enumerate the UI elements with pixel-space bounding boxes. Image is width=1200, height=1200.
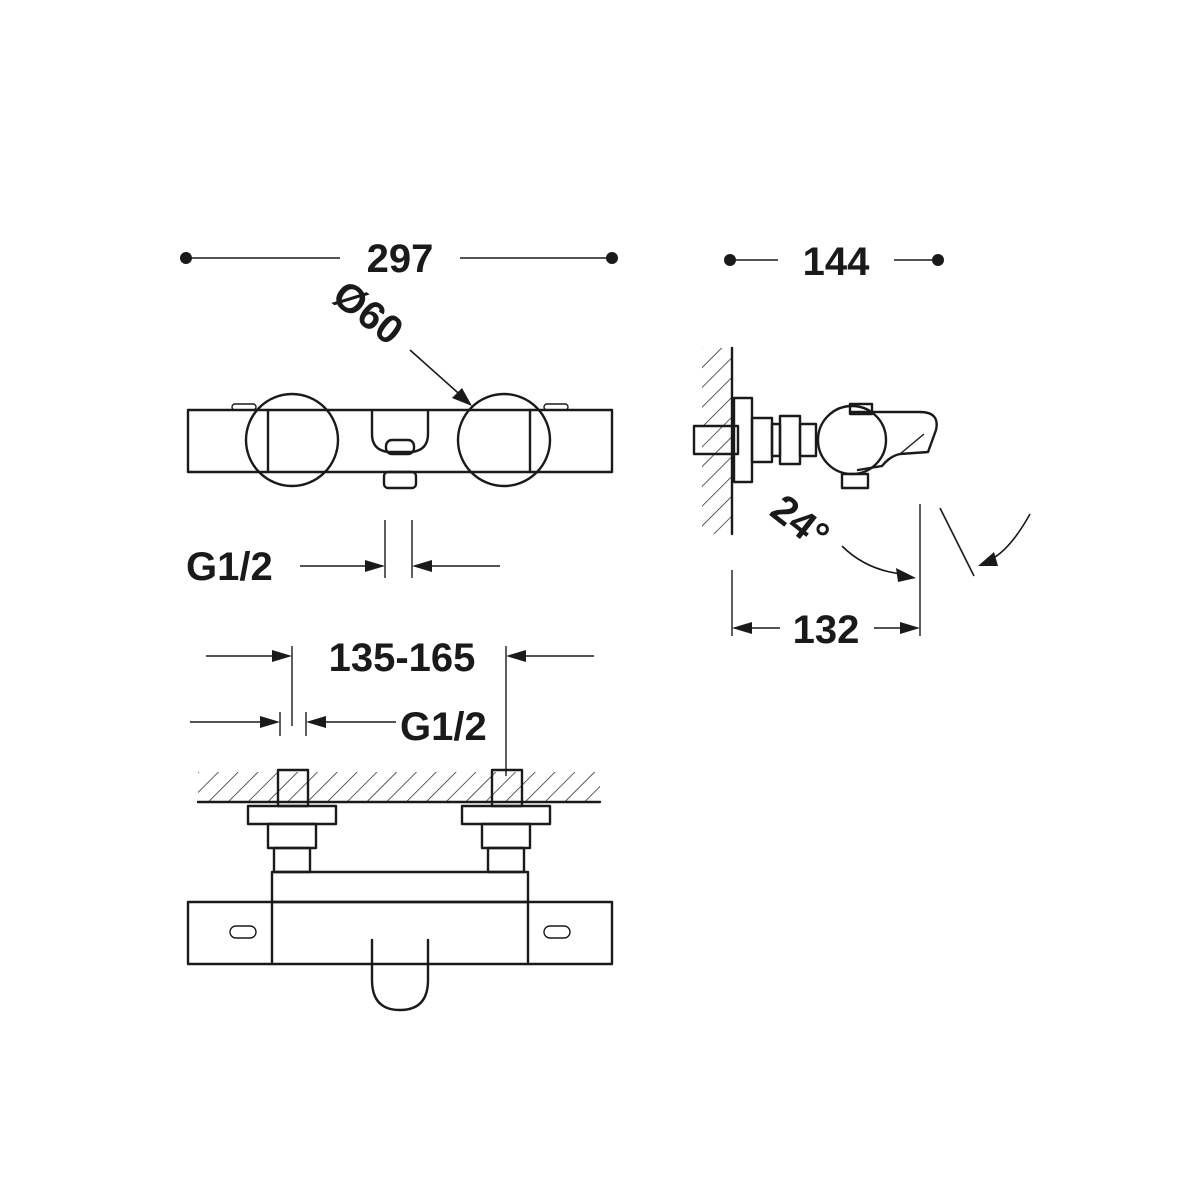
dimension-projection: 132 bbox=[731, 570, 920, 652]
top-view: 297 Ø60 G1/2 bbox=[180, 237, 618, 589]
label-centers: 135-165 bbox=[329, 636, 476, 680]
label-projection: 132 bbox=[793, 608, 860, 652]
label-angle: 24° bbox=[762, 486, 837, 558]
front-view: 135-165 G1/2 bbox=[186, 636, 614, 1012]
dimension-depth: 144 bbox=[724, 240, 944, 284]
mixer-body-front bbox=[186, 768, 614, 1012]
dimension-overall-width: 297 bbox=[180, 237, 618, 281]
dimension-inlet-thread: G1/2 bbox=[190, 705, 487, 749]
label-overall-width: 297 bbox=[367, 237, 434, 281]
wall-hatch bbox=[702, 346, 734, 536]
side-view: 144 24° bbox=[692, 240, 1031, 652]
wall-hatch-front bbox=[196, 772, 602, 804]
label-outlet-thread: G1/2 bbox=[186, 545, 273, 589]
label-inlet-thread: G1/2 bbox=[400, 705, 487, 749]
label-handle-diameter: Ø60 bbox=[324, 272, 411, 353]
dimension-centers: 135-165 bbox=[206, 636, 594, 776]
dimension-handle-diameter: Ø60 bbox=[324, 272, 472, 406]
label-depth: 144 bbox=[803, 240, 870, 284]
dimension-outlet-thread: G1/2 bbox=[186, 520, 500, 589]
mixer-body-top bbox=[186, 392, 614, 490]
mixer-body-side bbox=[692, 396, 938, 490]
